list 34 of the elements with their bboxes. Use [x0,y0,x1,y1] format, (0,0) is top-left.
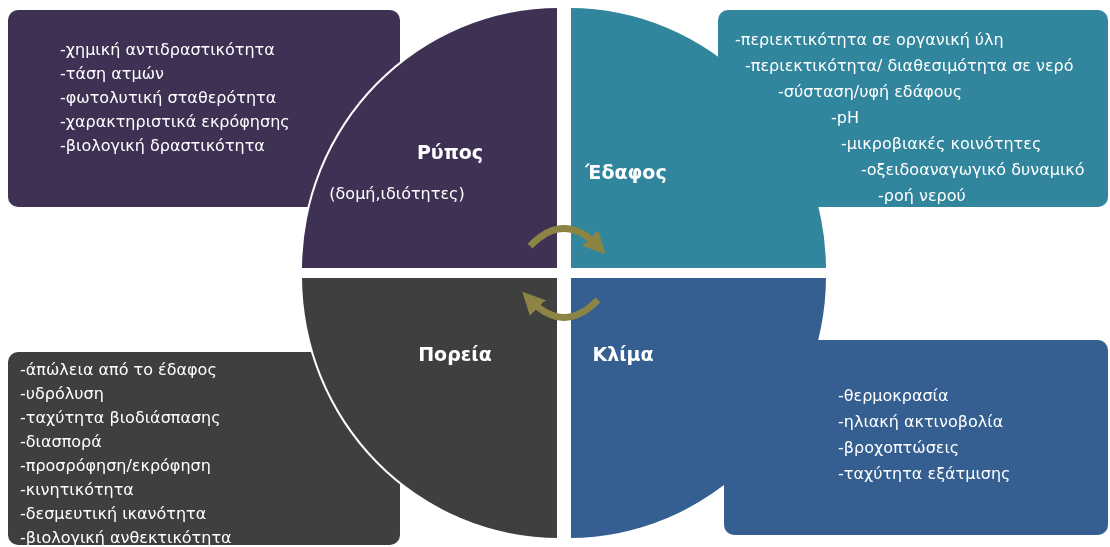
list-item: -άπώλεια από το έδαφος [20,360,217,380]
list-item: -μικροβιακές κοινότητες [841,134,1042,154]
segment-title: Ρύπος [416,142,484,162]
list-item: -κινητικότητα [20,480,134,500]
segment-title: Έδαφος [585,162,667,182]
list-item: -τάση ατμών [60,64,164,84]
segment-subtitle: (δομή,ιδιότητες) [329,184,465,204]
list-item: -βροχοπτώσεις [838,438,960,458]
list-item: -σύσταση/υφή εδάφους [778,82,963,102]
cycle-arrow [521,292,601,321]
list-item: -pH [831,108,859,128]
list-item: -ηλιακή ακτινοβολία [838,412,1004,432]
list-item: -περιεκτικότητα σε οργανική ύλη [735,30,1004,50]
list-item: -θερμοκρασία [838,386,949,406]
list-item: -φωτολυτική σταθερότητα [60,88,277,108]
info-panel [718,10,1108,207]
list-item: -υδρόλυση [20,384,104,404]
list-item: -ταχύτητα εξάτμισης [838,464,1011,484]
list-item: -περιεκτικότητα/ διαθεσιμότητα σε νερό [745,56,1074,76]
segment-title: Πορεία [418,344,492,364]
list-item: -χημική αντιδραστικότητα [60,40,275,60]
list-item: -ροή νερού [878,186,966,206]
info-panel [8,352,400,545]
list-item: -βιολογική δραστικότητα [60,136,265,156]
info-panel [724,340,1108,535]
list-item: -χαρακτηριστικά εκρόφησης [60,112,290,132]
list-item: -ταχύτητα βιοδιάσπασης [20,408,221,428]
list-item: -δεσμευτική ικανότητα [20,504,207,524]
list-item: -οξειδοαναγωγικό δυναμικό [861,160,1085,180]
list-item: -διασπορά [20,432,102,452]
cycle-arrow [527,225,607,254]
list-item: -βιολογική ανθεκτικότητα [20,528,232,547]
segment-title: Κλίμα [592,344,654,364]
list-item: -προσρόφηση/εκρόφηση [20,456,211,476]
